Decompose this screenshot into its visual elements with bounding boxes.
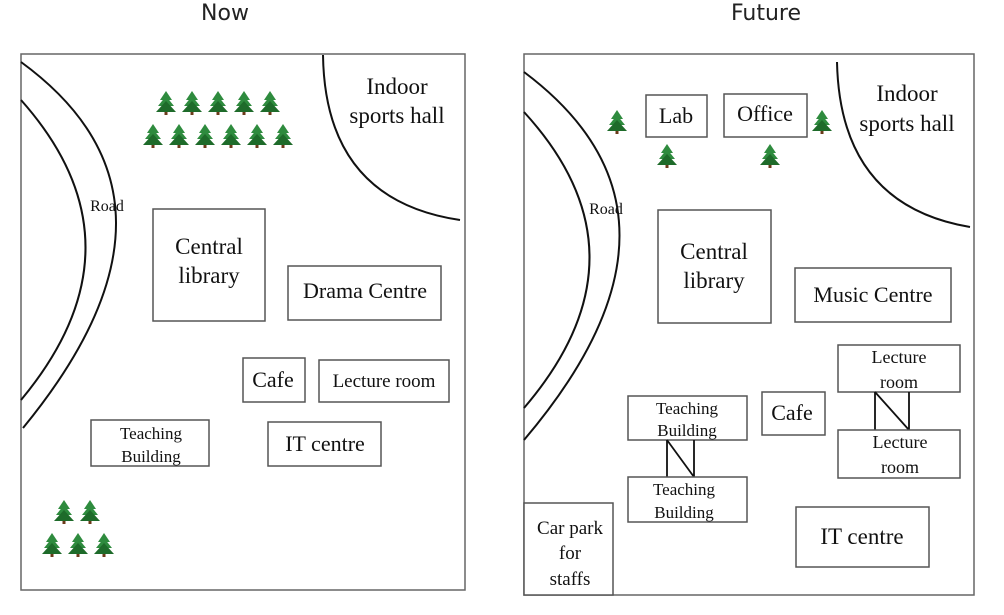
central-library-label-1: Central: [175, 234, 243, 259]
tree-icon: [221, 124, 241, 148]
office-label: Office: [737, 101, 793, 126]
road-outer-edge: [523, 71, 621, 441]
office-box: [723, 93, 808, 138]
now-title: Now: [201, 1, 249, 26]
sports-hall-boundary: [322, 54, 461, 221]
road-inner-edge: [523, 111, 591, 409]
lecture-room-2-box: [837, 429, 961, 479]
it-centre-label: IT centre: [820, 524, 903, 549]
now-map: Road Indoor sports hall Central library …: [20, 53, 466, 591]
sports-hall-label-1: Indoor: [876, 81, 938, 106]
road-label: Road: [589, 201, 623, 218]
future-map-frame: [523, 53, 975, 596]
lab-label: Lab: [659, 103, 693, 128]
tree-icon: [247, 124, 267, 148]
lecture-room-1-box: [837, 344, 961, 393]
tree-icon: [760, 144, 780, 168]
central-library-box: [152, 208, 266, 322]
central-library-label-2: library: [683, 268, 745, 293]
tree-icon: [54, 500, 74, 524]
it-centre-box: [267, 421, 382, 467]
road-inner-edge: [20, 99, 87, 401]
teaching-building-1-box: [627, 395, 748, 441]
tree-icon: [273, 124, 293, 148]
drama-centre-label: Drama Centre: [303, 278, 427, 303]
teaching-building-label-2: Building: [121, 447, 181, 466]
central-library-box: [657, 209, 772, 324]
tree-icon: [657, 144, 677, 168]
trees: [42, 91, 832, 557]
central-library-label-2: library: [178, 263, 240, 288]
it-centre-box: [795, 506, 930, 568]
lecture-room-1-label-2: room: [880, 372, 918, 392]
sports-hall-boundary: [836, 61, 971, 228]
tree-icon: [94, 533, 114, 557]
car-park-label-2: for: [559, 543, 582, 564]
tree-icon: [42, 533, 62, 557]
tree-icon: [607, 110, 627, 134]
tree-icon: [182, 91, 202, 115]
sports-hall-label-2: sports hall: [349, 103, 444, 128]
it-centre-label: IT centre: [285, 431, 365, 456]
cafe-box: [761, 391, 826, 436]
lecture-room-connector: [874, 391, 910, 431]
future-title: Future: [731, 1, 801, 26]
tree-icon: [80, 500, 100, 524]
lab-box: [645, 94, 708, 138]
teaching-building-2-label-2: Building: [654, 503, 714, 522]
drama-centre-box: [287, 265, 442, 321]
tree-icon: [68, 533, 88, 557]
music-centre-label: Music Centre: [813, 282, 932, 307]
teaching-building-box: [90, 419, 210, 467]
cafe-label: Cafe: [771, 400, 813, 425]
tree-icon: [156, 91, 176, 115]
tree-icon: [234, 91, 254, 115]
lecture-room-box: [318, 359, 450, 403]
teaching-building-2-label-1: Teaching: [653, 480, 716, 499]
tree-icon: [195, 124, 215, 148]
cafe-box: [242, 357, 306, 403]
central-library-label-1: Central: [680, 239, 748, 264]
teaching-building-1-label-1: Teaching: [656, 399, 719, 418]
tree-icon: [812, 110, 832, 134]
lecture-room-label: Lecture room: [333, 371, 436, 392]
sports-hall-label-1: Indoor: [366, 74, 428, 99]
lecture-room-2-label-2: room: [881, 457, 919, 477]
tree-icon: [143, 124, 163, 148]
now-map-frame: [20, 53, 466, 591]
future-map: Road Indoor sports hall Lab Office Centr…: [523, 53, 975, 596]
tree-icon: [169, 124, 189, 148]
road-label: Road: [90, 198, 124, 215]
car-park-box: [523, 502, 614, 596]
lecture-room-2-label-1: Lecture: [873, 432, 928, 452]
car-park-label-1: Car park: [537, 518, 603, 539]
lecture-room-1-label-1: Lecture: [872, 347, 927, 367]
tree-icon: [260, 91, 280, 115]
teaching-building-2-box: [627, 476, 748, 523]
teaching-building-connector: [666, 439, 695, 478]
teaching-building-1-label-2: Building: [657, 421, 717, 440]
car-park-label-3: staffs: [550, 569, 591, 590]
teaching-building-label-1: Teaching: [120, 424, 183, 443]
sports-hall-label-2: sports hall: [859, 111, 954, 136]
cafe-label: Cafe: [252, 367, 294, 392]
tree-icon: [208, 91, 228, 115]
music-centre-box: [794, 267, 952, 323]
road-outer-edge: [20, 61, 117, 429]
